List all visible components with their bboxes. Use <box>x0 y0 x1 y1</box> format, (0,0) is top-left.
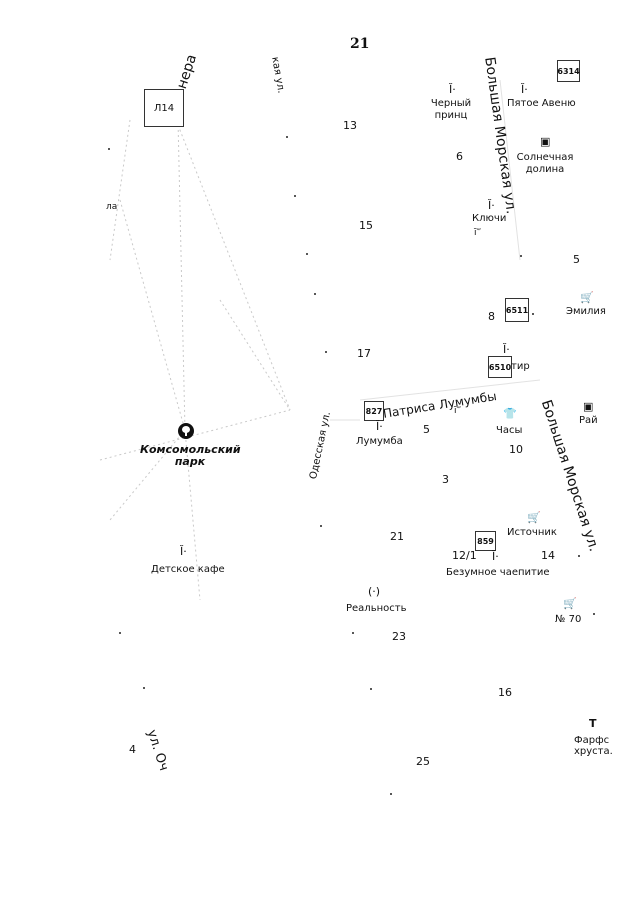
place-tir[interactable]: тир <box>511 361 530 372</box>
cart-icon: 🛒 <box>580 291 594 304</box>
building-dot <box>352 632 354 634</box>
shopping-bag-icon: ▣ <box>583 400 594 413</box>
place-pyatoe-avenyu[interactable]: Пятое Авеню <box>507 98 576 109</box>
house-number: 14 <box>541 549 555 562</box>
place-emiliya[interactable]: Эмилия <box>566 306 606 317</box>
building-dot <box>119 632 121 634</box>
stop-6314[interactable]: 6314 <box>557 60 580 82</box>
stop-6510[interactable]: 6510 <box>488 356 512 378</box>
place-farfor-hrustal[interactable]: Фарфс хруста. <box>574 735 613 757</box>
place-realnost[interactable]: Реальность <box>346 603 407 614</box>
park-name-line2: парк <box>174 455 206 468</box>
park-name[interactable]: Комсомольский парк <box>140 443 241 468</box>
stop-827[interactable]: 827 <box>364 401 384 421</box>
goblet-icon: T <box>589 717 597 730</box>
place-lumumba[interactable]: Лумумба <box>356 436 403 447</box>
house-number: 12/1 <box>452 549 477 562</box>
tshirt-icon: 👕 <box>503 407 517 420</box>
key-icon: ī‴ <box>454 406 462 416</box>
house-number: 5 <box>423 423 430 436</box>
place-la-partial: ла <box>106 202 118 212</box>
place-farfor-line2: хруста. <box>574 746 613 757</box>
building-dot <box>325 351 327 353</box>
place-bezumnoe-chaepitie[interactable]: Безумное чаепитие <box>446 567 550 578</box>
stop-l14[interactable]: Л14 <box>144 89 184 127</box>
house-number: 23 <box>392 630 406 643</box>
place-cherny-prints-line2: принц <box>434 110 468 121</box>
bar-icon: Ĭ· <box>521 83 528 96</box>
place-n70[interactable]: № 70 <box>555 614 582 625</box>
place-solnechnaya-dolina[interactable]: Солнечная долина <box>513 152 577 176</box>
house-number: 3 <box>442 473 449 486</box>
place-farfor-line1: Фарфс <box>574 735 610 746</box>
theater-icon: (·) <box>368 585 381 598</box>
building-dot <box>294 195 296 197</box>
house-number: 15 <box>359 219 373 232</box>
house-number: 17 <box>357 347 371 360</box>
house-number: 21 <box>390 530 404 543</box>
house-number: 13 <box>343 119 357 132</box>
building-dot <box>108 148 110 150</box>
place-klyuchi[interactable]: Ключи <box>472 213 507 224</box>
place-cherny-prints-line1: Черный <box>430 98 472 109</box>
house-number: 16 <box>498 686 512 699</box>
building-dot <box>306 253 308 255</box>
bar-icon: Ĭ· <box>492 550 499 563</box>
cart-icon: 🛒 <box>527 511 541 524</box>
place-chasy[interactable]: Часы <box>496 425 523 436</box>
place-cherny-prints[interactable]: Черный принц <box>424 98 478 122</box>
stop-6511[interactable]: 6511 <box>505 298 529 322</box>
place-istochnik[interactable]: Источник <box>507 527 557 538</box>
place-rai[interactable]: Рай <box>579 415 598 426</box>
building-dot <box>532 313 534 315</box>
bar-icon: Ĭ· <box>449 83 456 96</box>
house-number: 25 <box>416 755 430 768</box>
building-dot <box>314 293 316 295</box>
place-solnechnaya-line1: Солнечная <box>516 152 574 163</box>
house-number: 8 <box>488 310 495 323</box>
place-solnechnaya-line2: долина <box>525 164 565 175</box>
tree-icon <box>178 423 194 439</box>
park-name-line1: Комсомольский <box>140 443 241 456</box>
bar-icon: Ĭ· <box>376 420 383 433</box>
bar-icon: Ĭ· <box>503 343 510 356</box>
building-dot <box>578 555 580 557</box>
key-icon: ī‴ <box>474 228 482 238</box>
building-dot <box>593 613 595 615</box>
building-dot <box>320 525 322 527</box>
place-detskoe-kafe[interactable]: Детское кафе <box>151 564 225 575</box>
house-number: 6 <box>456 150 463 163</box>
shopping-bag-icon: ▣ <box>540 135 551 148</box>
bar-icon: Ĭ· <box>488 199 495 212</box>
page-number: 21 <box>350 36 370 52</box>
house-number: 10 <box>509 443 523 456</box>
bar-icon: Ĭ· <box>180 545 187 558</box>
cart-icon: 🛒 <box>563 597 577 610</box>
stop-859[interactable]: 859 <box>475 531 496 551</box>
building-dot <box>520 255 522 257</box>
building-dot <box>286 136 288 138</box>
house-number: 5 <box>573 253 580 266</box>
building-dot <box>143 687 145 689</box>
building-dot <box>370 688 372 690</box>
house-number: 4 <box>129 743 136 756</box>
building-dot <box>390 793 392 795</box>
